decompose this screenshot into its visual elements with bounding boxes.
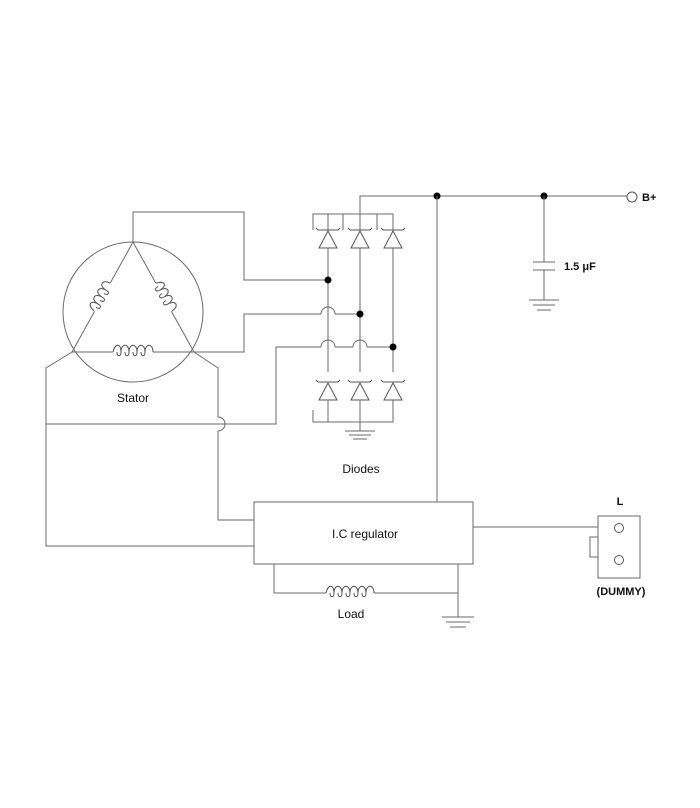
diode-bridge: Diodes bbox=[312, 195, 632, 476]
b-plus-label: B+ bbox=[642, 192, 656, 204]
capacitor: 1.5 μF bbox=[533, 196, 596, 300]
ic-regulator: I.C regulator bbox=[253, 501, 474, 565]
stator-coil-bottom bbox=[112, 344, 154, 358]
lead-phase-3 bbox=[46, 346, 321, 425]
diode-top-rail bbox=[312, 213, 394, 223]
dummy-connector: L (DUMMY) bbox=[589, 496, 646, 598]
stator-label: Stator bbox=[117, 391, 149, 405]
junction-dot bbox=[356, 310, 364, 318]
load-label: Load bbox=[338, 607, 365, 621]
load: Load bbox=[273, 564, 459, 621]
connector-pin bbox=[614, 555, 624, 565]
diodes-label: Diodes bbox=[342, 462, 379, 476]
capacitor-ground-symbol bbox=[529, 299, 559, 311]
diode-symbol bbox=[380, 227, 406, 249]
regulator-ground-symbol bbox=[442, 616, 474, 628]
diode-symbol bbox=[347, 379, 373, 401]
junction-dot bbox=[389, 343, 397, 351]
connector-pin bbox=[614, 523, 624, 533]
stator-delta-winding bbox=[71, 240, 195, 353]
diode-symbol bbox=[380, 379, 406, 401]
stator-coil-right bbox=[150, 280, 178, 314]
diode-ground-symbol bbox=[345, 430, 375, 440]
load-coil bbox=[325, 585, 375, 594]
terminal-circle bbox=[626, 191, 638, 203]
diode-symbol bbox=[315, 227, 341, 249]
b-plus-bus bbox=[359, 195, 632, 214]
regulator-label: I.C regulator bbox=[332, 527, 398, 541]
stator-leads bbox=[45, 211, 393, 547]
diode-symbol bbox=[315, 379, 341, 401]
capacitor-label: 1.5 μF bbox=[564, 261, 596, 273]
junction-dot bbox=[324, 276, 332, 284]
stator-housing bbox=[62, 241, 204, 383]
l-terminal-label: L bbox=[617, 496, 624, 508]
lead-stator-to-regulator bbox=[45, 351, 254, 547]
lead-phase-1 bbox=[132, 211, 328, 281]
lead-phase-2 bbox=[194, 313, 321, 353]
stator: Stator bbox=[62, 240, 204, 405]
stator-coil-left bbox=[88, 280, 116, 314]
dummy-label: (DUMMY) bbox=[597, 586, 646, 598]
b-plus-terminal: B+ bbox=[626, 191, 656, 204]
diode-bottom-rail bbox=[312, 410, 394, 423]
diode-symbol bbox=[347, 227, 373, 249]
